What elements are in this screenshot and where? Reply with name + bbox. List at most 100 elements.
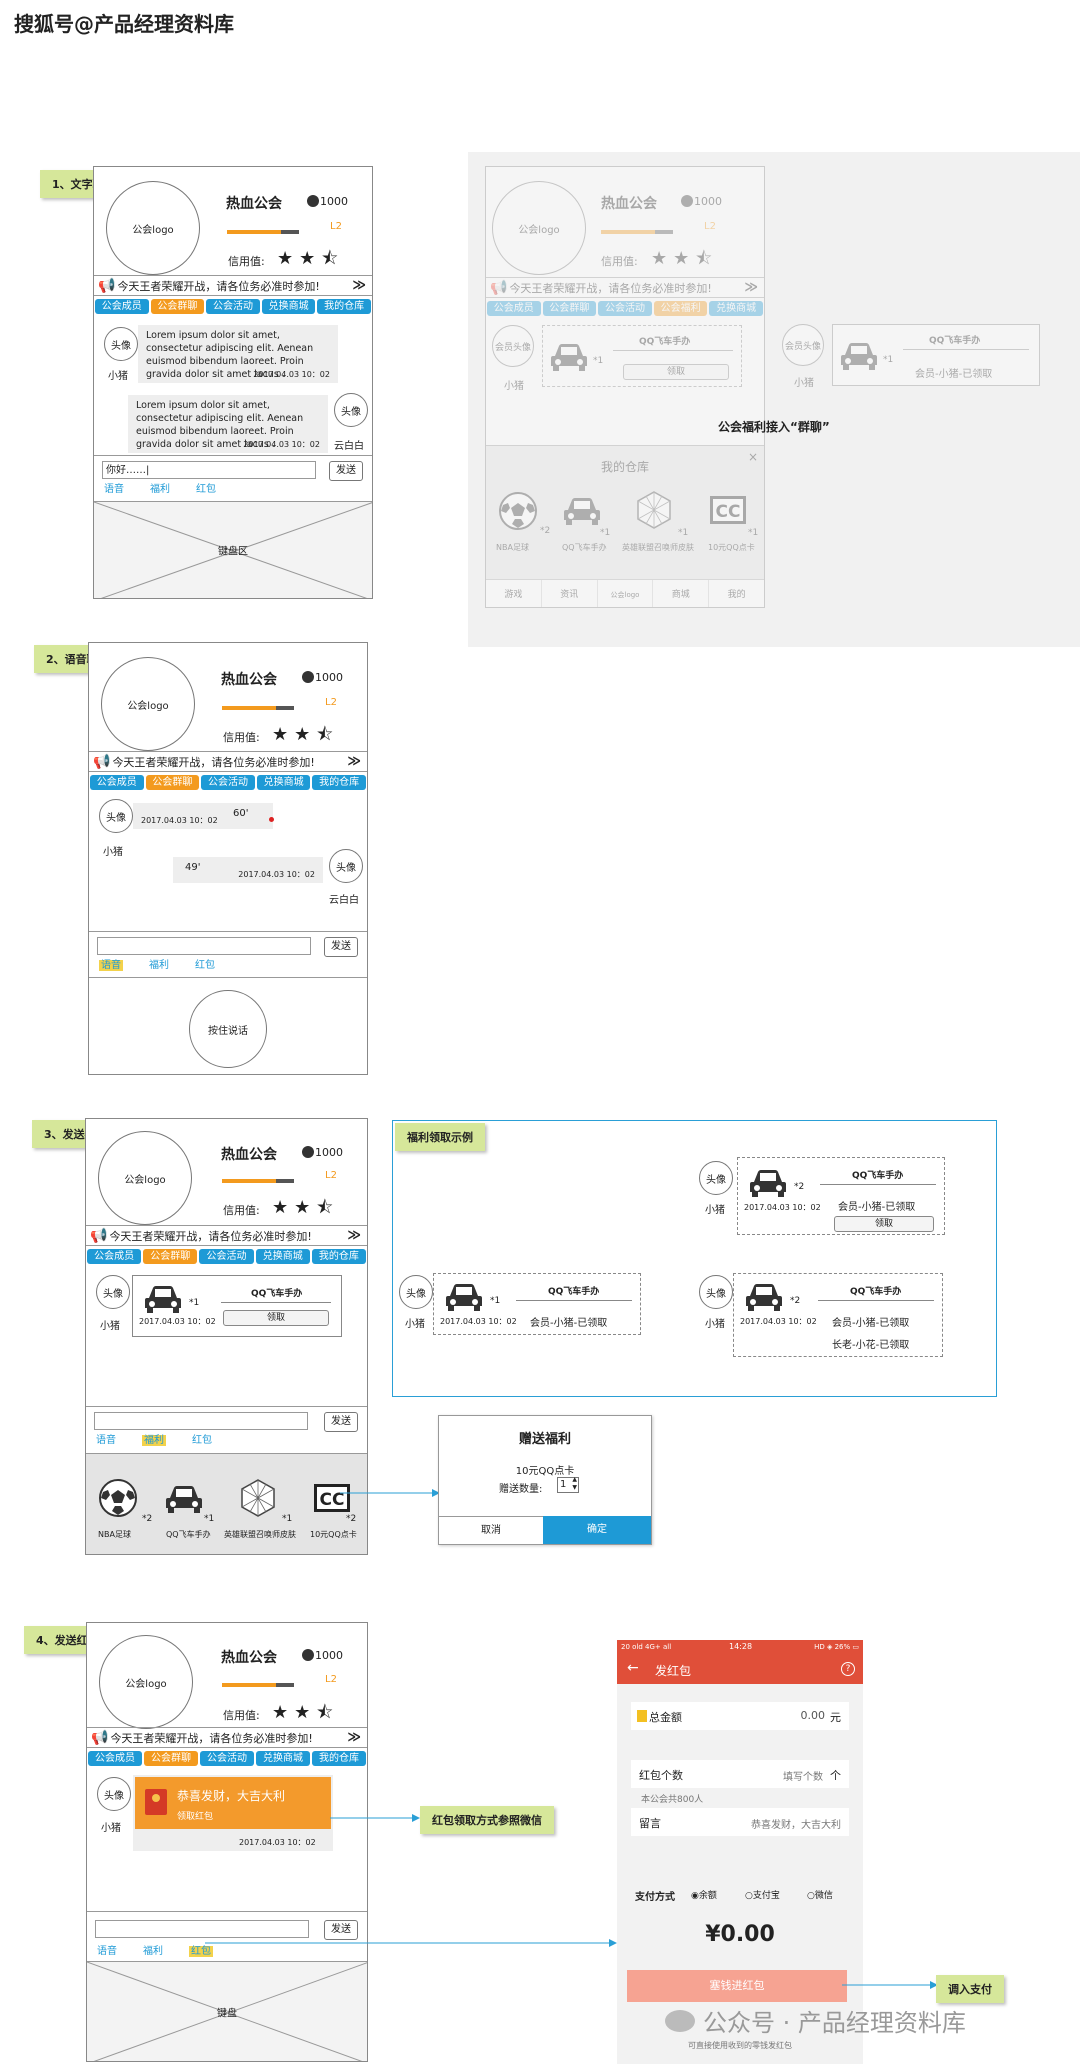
tab-welfare[interactable]: 公会福利 [653,301,708,316]
nav-games[interactable]: 游戏 [486,580,542,607]
message-input[interactable] [97,937,311,955]
tab-members[interactable]: 公会成员 [88,1751,142,1766]
count-input[interactable]: 填写个数 [783,1772,823,1783]
notice-bar[interactable]: 📢 今天王者荣耀开战，请各位务必准时参加! ≫ [486,277,764,298]
back-arrow-icon[interactable]: ← [627,1660,639,1676]
gift-qty-stepper[interactable]: 1 ▲▼ [557,1476,579,1493]
red-packet-option[interactable]: 红包 [195,960,215,971]
voice-option[interactable]: 语音 [96,1435,116,1446]
avatar[interactable]: 头像 [96,1275,130,1309]
nav-mine[interactable]: 我的 [727,590,746,600]
guild-logo[interactable]: 公会logo [99,1635,193,1729]
cc-icon[interactable] [708,490,748,530]
message-input[interactable]: 恭喜发财，大吉大利 [751,1820,841,1831]
send-button[interactable]: 发送 [324,1412,358,1432]
tab-group-chat[interactable]: 公会群聊 [144,1751,198,1766]
welfare-option[interactable]: 福利 [142,1435,166,1446]
notice-bar[interactable]: 📢 今天王者荣耀开战，请各位务必准时参加! ≫ [87,1727,367,1748]
avatar[interactable]: 头像 [97,1777,131,1811]
tab-store[interactable]: 兑换商城 [255,1249,310,1264]
chevron-right-icon[interactable]: ≫ [352,278,366,293]
send-button[interactable]: 发送 [324,1920,358,1940]
avatar[interactable]: 头像 [99,799,133,833]
tab-group-chat[interactable]: 公会群聊 [150,299,205,314]
tab-activities[interactable]: 公会活动 [199,1249,254,1264]
tab-group-chat[interactable]: 公会群聊 [145,775,200,790]
ball-icon[interactable] [98,1478,138,1518]
tab-store[interactable]: 兑换商城 [261,299,316,314]
claim-button[interactable]: 领取 [223,1310,329,1326]
pay-method-balance[interactable]: ◉余额 [691,1888,717,1901]
send-button[interactable]: 发送 [329,461,363,481]
hold-to-talk-button[interactable]: 按住说话 [189,990,267,1068]
notice-bar[interactable]: 📢 今天王者荣耀开战，请各位务必准时参加! ≫ [94,275,372,296]
tab-warehouse[interactable]: 我的仓库 [317,299,371,314]
tab-group-chat[interactable]: 公会群聊 [143,1249,198,1264]
member-avatar[interactable]: 会员头像 [492,325,534,367]
guild-logo[interactable]: 公会logo [106,181,200,275]
avatar[interactable]: 头像 [329,849,363,883]
confirm-button[interactable]: 确定 [543,1516,651,1544]
help-icon[interactable]: ? [841,1662,855,1676]
total-amount-row[interactable]: 总金额 0.00 元 [631,1702,849,1730]
message-input[interactable] [95,1920,309,1938]
tab-store[interactable]: 兑换商城 [709,301,763,316]
tab-warehouse[interactable]: 我的仓库 [311,1249,367,1264]
ball-icon[interactable] [498,491,538,531]
tab-warehouse[interactable]: 我的仓库 [312,775,366,790]
nav-store[interactable]: 商城 [653,580,710,607]
keyboard-area[interactable]: 键盘 [87,1961,367,2061]
car-icon[interactable] [562,494,602,526]
guild-logo[interactable]: 公会logo [98,1131,192,1225]
notice-bar[interactable]: 📢 今天王者荣耀开战，请各位务必准时参加! ≫ [89,751,367,772]
message-input[interactable]: 你好……| [102,461,316,479]
tab-group-chat[interactable]: 公会群聊 [542,301,597,316]
chevron-right-icon[interactable]: ≫ [347,1730,361,1745]
gem-icon[interactable] [634,490,674,530]
tab-store[interactable]: 兑换商城 [256,775,311,790]
welfare-option[interactable]: 福利 [143,1946,163,1957]
tab-activities[interactable]: 公会活动 [598,301,652,316]
notice-bar[interactable]: 📢 今天王者荣耀开战，请各位务必准时参加! ≫ [86,1225,367,1246]
tab-warehouse[interactable]: 我的仓库 [312,1751,366,1766]
voice-bubble[interactable]: 60' 2017.04.03 10：02 [133,803,273,829]
guild-logo[interactable]: 公会logo [101,657,195,751]
tab-members[interactable]: 公会成员 [487,301,541,316]
tab-store[interactable]: 兑换商城 [256,1751,310,1766]
message-input[interactable] [94,1412,308,1430]
voice-option[interactable]: 语音 [99,960,123,971]
claim-button[interactable]: 领取 [834,1216,934,1232]
keyboard-area[interactable]: 键盘区 [94,501,372,598]
guild-logo[interactable]: 公会logo [492,181,586,275]
pay-method-alipay[interactable]: ○支付宝 [745,1888,780,1901]
voice-option[interactable]: 语音 [97,1946,117,1957]
tab-members[interactable]: 公会成员 [95,299,149,314]
packet-count-row[interactable]: 红包个数 填写个数 个 [631,1760,849,1788]
tab-members[interactable]: 公会成员 [90,775,144,790]
red-packet-option[interactable]: 红包 [192,1435,212,1446]
welfare-option[interactable]: 福利 [150,484,170,495]
avatar[interactable]: 头像 [104,327,138,361]
tab-activities[interactable]: 公会活动 [206,299,260,314]
cancel-button[interactable]: 取消 [439,1516,543,1545]
tab-activities[interactable]: 公会活动 [201,775,255,790]
car-icon[interactable] [164,1482,204,1514]
welfare-option[interactable]: 福利 [149,960,169,971]
tab-activities[interactable]: 公会活动 [200,1751,254,1766]
chevron-right-icon[interactable]: ≫ [744,280,758,295]
red-packet-message[interactable]: 恭喜发财，大吉大利 领取红包 2017.04.03 10：02 [133,1775,333,1851]
red-packet-card[interactable]: 恭喜发财，大吉大利 领取红包 [135,1777,331,1829]
nav-news[interactable]: 资讯 [542,580,598,607]
avatar[interactable]: 头像 [334,393,368,427]
stepper-arrows-icon[interactable]: ▲▼ [572,1476,577,1491]
pay-method-wechat[interactable]: ○微信 [807,1888,833,1901]
red-packet-option[interactable]: 红包 [189,1946,213,1957]
chevron-right-icon[interactable]: ≫ [347,754,361,769]
gem-icon[interactable] [238,1478,278,1518]
red-packet-option[interactable]: 红包 [196,484,216,495]
close-icon[interactable]: × [747,450,758,464]
tab-members[interactable]: 公会成员 [87,1249,142,1264]
nav-guild[interactable]: 公会logo [598,580,654,607]
chevron-right-icon[interactable]: ≫ [347,1228,361,1243]
voice-option[interactable]: 语音 [104,484,124,495]
